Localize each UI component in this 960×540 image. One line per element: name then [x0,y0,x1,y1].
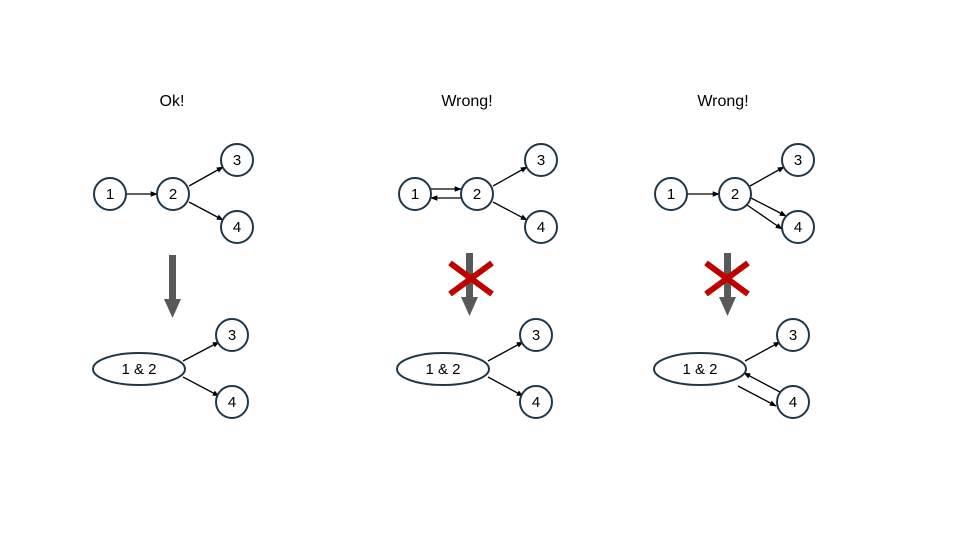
graph-before: 1 2 3 4 [654,143,815,244]
edge-2-to-4 [492,201,528,221]
graph-before: 1 2 3 4 [398,143,558,244]
svg-text:3: 3 [228,327,236,344]
node-1: 1 [398,177,432,211]
node-2: 2 [460,177,494,211]
svg-text:1: 1 [667,186,675,203]
svg-text:3: 3 [532,327,540,344]
panel-title: Wrong! [441,93,492,110]
graph-after: 1 & 2 3 4 [653,318,810,419]
edge-merged-to-4 [182,376,220,397]
node-3: 3 [215,318,249,352]
node-merged: 1 & 2 [92,352,186,386]
svg-text:1 & 2: 1 & 2 [682,361,717,378]
svg-text:1 & 2: 1 & 2 [121,361,156,378]
edge-merged-to-4 [737,385,777,407]
svg-text:4: 4 [789,394,797,411]
down-arrow-icon [164,255,181,318]
node-3: 3 [776,318,810,352]
panel-title: Ok! [160,93,185,110]
edge-merged-to-3 [182,341,220,362]
svg-text:2: 2 [473,186,481,203]
svg-text:2: 2 [169,186,177,203]
node-4: 4 [524,210,558,244]
svg-text:3: 3 [789,327,797,344]
node-2: 2 [156,177,190,211]
node-1: 1 [93,177,127,211]
node-3: 3 [519,318,553,352]
node-4: 4 [776,385,810,419]
node-4: 4 [220,210,254,244]
svg-text:3: 3 [794,152,802,169]
svg-text:1 & 2: 1 & 2 [425,361,460,378]
node-3: 3 [220,143,254,177]
svg-text:4: 4 [537,219,545,236]
edge-2-to-4-a [750,197,787,217]
edge-2-to-3 [749,166,785,187]
graph-before: 1 2 3 4 [93,143,254,244]
node-merged: 1 & 2 [653,352,747,386]
red-cross-icon [448,260,494,297]
svg-text:1: 1 [411,186,419,203]
svg-text:3: 3 [233,152,241,169]
panel-wrong-bidirectional: Wrong! 1 2 3 4 [396,93,558,419]
svg-text:4: 4 [794,219,802,236]
edge-merged-to-3 [744,341,781,362]
node-4: 4 [519,385,553,419]
panel-title: Wrong! [697,93,748,110]
node-4: 4 [215,385,249,419]
panel-wrong-parallel: Wrong! 1 2 3 4 [653,93,815,419]
edge-merged-to-4 [487,376,524,397]
node-4: 4 [781,210,815,244]
svg-text:4: 4 [228,394,236,411]
edge-2-to-4-b [746,204,783,230]
node-1: 1 [654,177,688,211]
node-3: 3 [524,143,558,177]
node-2: 2 [718,177,752,211]
edge-merged-to-3 [487,341,524,362]
panel-ok: Ok! 1 2 3 4 [92,93,254,419]
edge-4-to-merged [743,372,781,393]
svg-text:1: 1 [106,186,114,203]
node-merged: 1 & 2 [396,352,490,386]
svg-text:4: 4 [532,394,540,411]
edge-2-to-3 [188,166,224,187]
svg-text:4: 4 [233,219,241,236]
edge-2-to-4 [188,201,224,221]
node-3: 3 [781,143,815,177]
svg-text:3: 3 [537,152,545,169]
graph-after: 1 & 2 3 4 [396,318,553,419]
edge-2-to-3 [492,166,528,187]
red-cross-icon [704,260,750,297]
svg-text:2: 2 [731,186,739,203]
graph-after: 1 & 2 3 4 [92,318,249,419]
